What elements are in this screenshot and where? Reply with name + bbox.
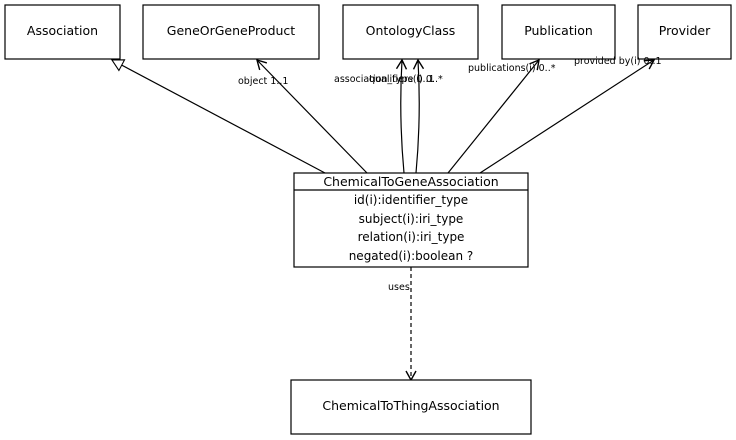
class-association-name: Association [27, 23, 98, 38]
attribute-subject: subject(i):iri_type [359, 212, 464, 226]
class-provider[interactable]: Provider [637, 4, 732, 60]
class-provider-name: Provider [659, 23, 711, 38]
publications-edge [447, 58, 540, 174]
inheritance-edge [110, 59, 326, 174]
label-qualifiers: qualifiers(i) 0..* [369, 74, 443, 85]
qualifiers-edge [412, 58, 425, 174]
attribute-id: id(i):identifier_type [354, 193, 468, 207]
class-chemical-to-gene-association[interactable]: ChemicalToGeneAssociation id(i):identifi… [293, 172, 529, 268]
label-object: object 1..1 [238, 76, 288, 87]
class-publication[interactable]: Publication [501, 4, 616, 60]
class-ontology-class-name: OntologyClass [366, 23, 456, 38]
association-type-edge [395, 58, 408, 174]
label-provided-by: provided by(i) 0..1 [574, 56, 662, 67]
label-publications: publications(i) 0..* [468, 63, 556, 74]
class-association[interactable]: Association [4, 4, 121, 60]
label-uses: uses [388, 282, 410, 293]
label-association-type: association_type 0..1 [334, 74, 435, 85]
provided-by-edge [479, 59, 656, 174]
attribute-negated: negated(i):boolean ? [349, 249, 474, 263]
class-gene-or-gene-product[interactable]: GeneOrGeneProduct [142, 4, 320, 60]
class-gene-or-gene-product-name: GeneOrGeneProduct [167, 23, 296, 38]
class-publication-name: Publication [524, 23, 593, 38]
class-ontology-class[interactable]: OntologyClass [342, 4, 479, 60]
class-chemical-to-thing-association[interactable]: ChemicalToThingAssociation [290, 379, 532, 435]
attribute-relation: relation(i):iri_type [358, 230, 465, 244]
class-chemical-to-gene-name: ChemicalToGeneAssociation [323, 174, 498, 189]
class-chemical-to-thing-name: ChemicalToThingAssociation [322, 398, 499, 413]
object-edge [255, 58, 368, 174]
